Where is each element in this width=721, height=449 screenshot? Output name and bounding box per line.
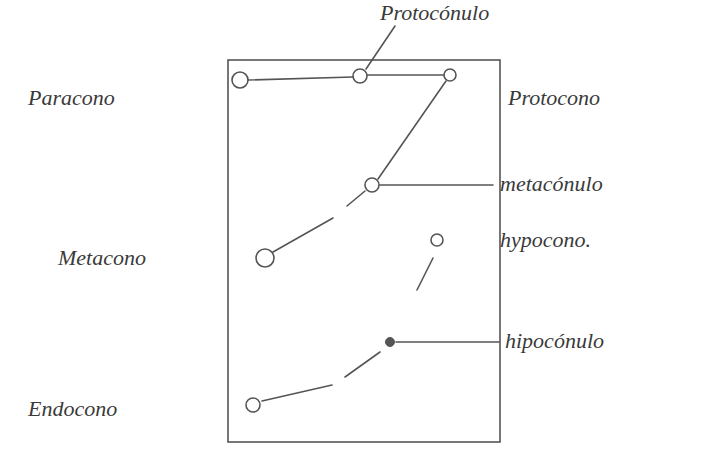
cusp-label: Metacono: [58, 246, 146, 270]
cusp-label: hypocono.: [500, 228, 591, 252]
protoconule-cusp: [353, 69, 367, 83]
crest-line: [345, 352, 380, 377]
cusp-label: Protocónulo: [380, 1, 489, 25]
paracone-cusp: [232, 72, 248, 88]
crest-line: [417, 258, 433, 290]
crest-line: [248, 77, 353, 80]
crest-line: [367, 74, 444, 76]
tooth-outline: [228, 60, 500, 442]
cusp-label: Endocono: [28, 397, 117, 421]
leader-line: [366, 26, 395, 69]
cusp-label: Protocono: [508, 86, 600, 110]
leader-line: [396, 341, 499, 343]
cusp-label: hipocónulo: [505, 329, 604, 353]
cusp-label: metacónulo: [500, 172, 603, 196]
metaconule-cusp: [365, 178, 379, 192]
cusp-label: Paracono: [28, 86, 115, 110]
hypoconule-cusp: [386, 338, 395, 347]
metacone-cusp: [256, 249, 274, 267]
hypocone-cusp: [431, 234, 443, 246]
leader-line: [380, 184, 493, 186]
endocone-cusp: [246, 398, 260, 412]
crest-line: [347, 191, 365, 206]
crest-line: [262, 385, 332, 401]
protocone-cusp: [444, 69, 456, 81]
crest-line: [378, 81, 446, 179]
crest-line: [273, 218, 333, 252]
